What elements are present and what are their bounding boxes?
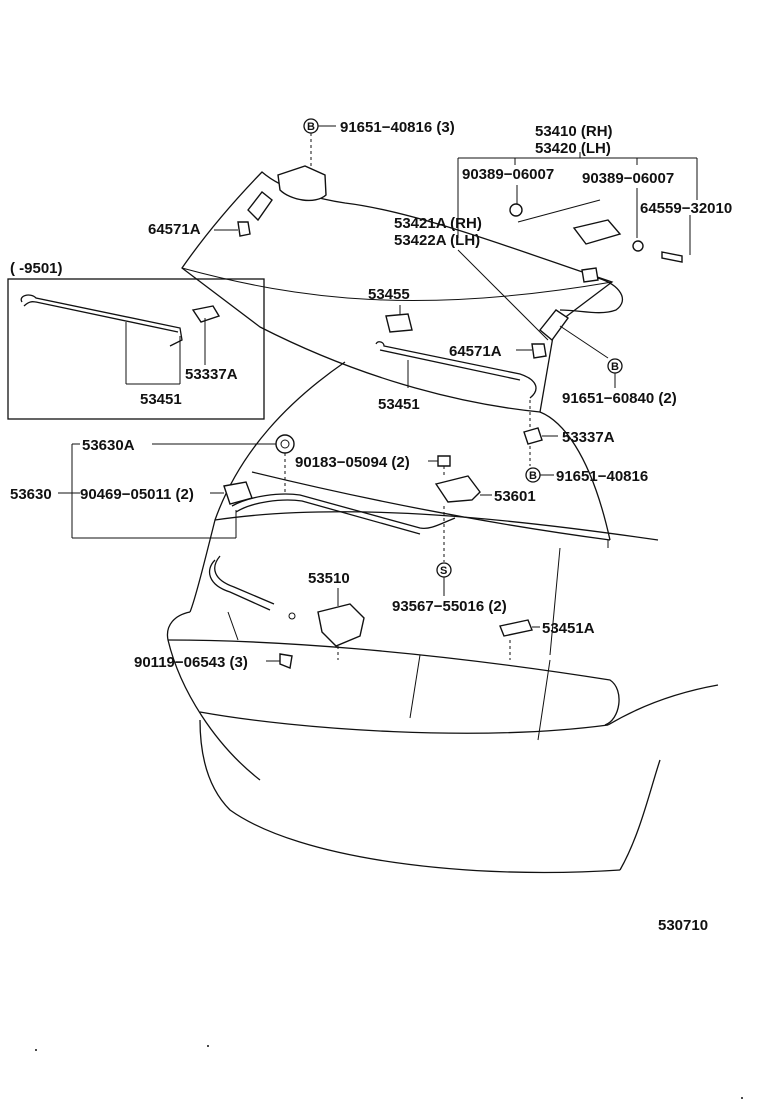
label-90389-b: 90389−06007 — [582, 170, 674, 187]
label-91651-40816-3: 91651−40816 (3) — [340, 119, 455, 136]
label-53451-main: 53451 — [378, 396, 420, 413]
inset-label: ( -9501) — [10, 260, 63, 277]
label-64571A-mid: 64571A — [449, 343, 502, 360]
label-53410: 53410 (RH) — [535, 123, 613, 140]
inset-support-rod — [20, 294, 221, 385]
clip-top-icon — [237, 221, 251, 237]
label-53337A-inset: 53337A — [185, 366, 238, 383]
label-91651-60840: 91651−60840 (2) — [562, 390, 677, 407]
svg-text:S: S — [440, 565, 447, 577]
clip-mid-icon — [531, 343, 547, 359]
label-53630: 53630 — [10, 486, 52, 503]
dot-3 — [741, 1097, 743, 1099]
label-64571A-top: 64571A — [148, 221, 201, 238]
label-53422A: 53422A (LH) — [394, 232, 480, 249]
screw-marker: S — [436, 562, 452, 578]
bolt-marker-right: B — [607, 358, 623, 374]
label-90119: 90119−06543 (3) — [134, 654, 248, 671]
label-53451A: 53451A — [542, 620, 595, 637]
dot-2 — [207, 1045, 209, 1047]
label-64559: 64559−32010 — [640, 200, 732, 217]
svg-text:B: B — [529, 470, 537, 482]
lock-cylinder-icon — [434, 475, 481, 503]
support-rod-main — [375, 341, 537, 399]
label-91651-40816: 91651−40816 — [556, 468, 648, 485]
inset-frame — [7, 278, 265, 420]
svg-text:B: B — [611, 361, 619, 373]
clip-53455-icon — [385, 313, 413, 333]
bolt-90119-icon — [279, 653, 293, 669]
label-53510: 53510 — [308, 570, 350, 587]
cushion-53630A-icon — [275, 434, 295, 454]
label-53455: 53455 — [368, 286, 410, 303]
bumper-53630-icon — [223, 481, 253, 505]
stay-top-icon — [581, 267, 599, 283]
label-53601: 53601 — [494, 488, 536, 505]
label-93567: 93567−55016 (2) — [392, 598, 507, 615]
label-90183: 90183−05094 (2) — [295, 454, 410, 471]
nut-a-icon — [509, 203, 523, 217]
dot-1 — [35, 1049, 37, 1051]
label-90389-a: 90389−06007 — [462, 166, 554, 183]
diagram-id: 530710 — [658, 917, 708, 934]
bolt-marker-top: B — [303, 118, 319, 134]
label-53451-inset: 53451 — [140, 391, 182, 408]
label-90469: 90469−05011 (2) — [80, 486, 194, 503]
latch-53510-icon — [317, 603, 365, 647]
hinge-arm-right-icon — [539, 309, 569, 342]
stop-cushion-icon — [661, 251, 683, 263]
cushion-53451A-icon — [499, 619, 533, 637]
nut-b-icon — [632, 240, 644, 252]
hinge-bracket-left-icon — [277, 165, 327, 202]
bracket-53337A-icon — [523, 427, 543, 445]
hinge-right-icon — [572, 219, 622, 245]
svg-text:B: B — [307, 121, 315, 133]
car-body-outline — [166, 171, 719, 874]
label-53630A: 53630A — [82, 437, 135, 454]
label-53421A: 53421A (RH) — [394, 215, 482, 232]
label-53337A-main: 53337A — [562, 429, 615, 446]
label-53420: 53420 (LH) — [535, 140, 611, 157]
release-cable — [208, 493, 456, 620]
inset-bracket-icon — [191, 305, 221, 323]
bolt-marker-lower: B — [525, 467, 541, 483]
screw-90183-icon — [437, 455, 451, 467]
hinge-arm-left-icon — [247, 191, 273, 222]
